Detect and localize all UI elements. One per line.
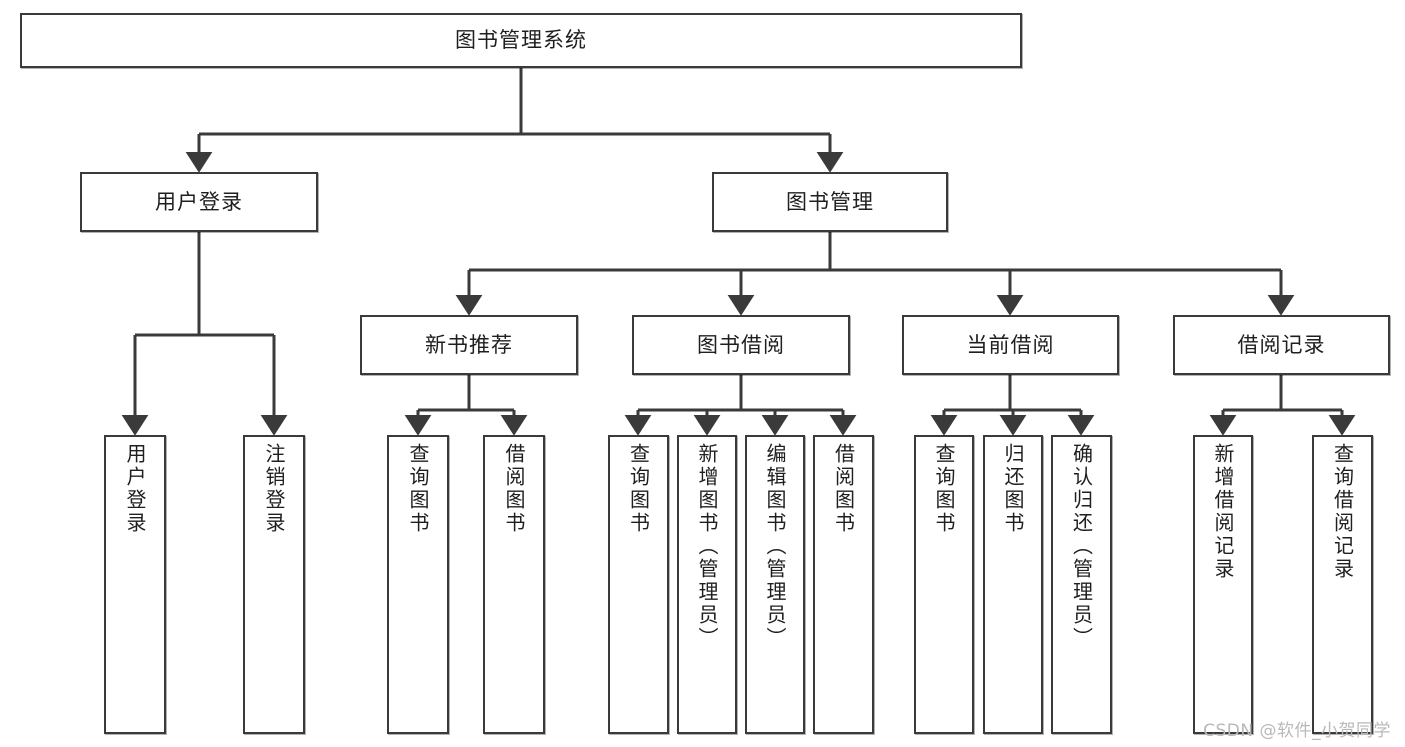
node-root-system[interactable]: 图书管理系统 [20,13,1022,68]
node-borrow-record[interactable]: 借阅记录 [1173,315,1390,375]
node-label-new-book-recommend: 新书推荐 [425,332,513,357]
node-label-root: 图书管理系统 [455,28,587,53]
leaf-node-borrow-book[interactable]: 借阅图书 [813,435,874,734]
leaf-node-borrow-book-rec[interactable]: 借阅图书 [483,435,545,734]
leaf-node-add-borrow-record[interactable]: 新增借阅记录 [1193,435,1253,734]
node-label-book-management: 图书管理 [786,189,874,214]
node-book-management[interactable]: 图书管理 [712,172,948,232]
leaf-label-add-borrow-record: 新增借阅记录 [1211,443,1235,581]
node-new-book-recommend[interactable]: 新书推荐 [360,315,578,375]
node-user-login[interactable]: 用户登录 [80,172,318,232]
leaf-node-confirm-return-admin[interactable]: 确认归还（管理员） [1051,435,1112,734]
leaf-label-borrow-book-rec: 借阅图书 [502,443,526,535]
leaf-label-confirm-return-admin: 确认归还（管理员） [1069,443,1094,650]
leaf-label-query-book-borrow: 查询图书 [626,443,651,535]
leaf-label-user-login: 用户登录 [123,443,147,535]
leaf-label-query-borrow-record: 查询借阅记录 [1330,443,1355,581]
leaf-node-return-book[interactable]: 归还图书 [983,435,1043,734]
leaf-node-add-book-admin[interactable]: 新增图书（管理员） [677,435,737,734]
leaf-label-edit-book-admin: 编辑图书（管理员） [763,443,787,650]
leaf-label-query-book-current: 查询图书 [932,443,956,535]
leaf-label-return-book: 归还图书 [1001,443,1025,535]
leaf-label-borrow-book: 借阅图书 [831,443,856,535]
leaf-label-add-book-admin: 新增图书（管理员） [695,443,719,650]
leaf-node-edit-book-admin[interactable]: 编辑图书（管理员） [745,435,805,734]
leaf-node-user-login[interactable]: 用户登录 [104,435,166,734]
node-current-borrow[interactable]: 当前借阅 [902,315,1119,375]
node-label-book-borrow: 图书借阅 [697,332,785,357]
node-label-user-login: 用户登录 [155,189,243,214]
node-label-borrow-record: 借阅记录 [1237,332,1326,357]
leaf-node-query-book-current[interactable]: 查询图书 [914,435,974,734]
leaf-label-logout: 注销登录 [262,443,286,535]
leaf-node-logout[interactable]: 注销登录 [243,435,305,734]
node-book-borrow[interactable]: 图书借阅 [632,315,850,375]
leaf-node-query-book-rec[interactable]: 查询图书 [387,435,449,734]
leaf-label-query-book-rec: 查询图书 [406,443,430,535]
leaf-node-query-book-borrow[interactable]: 查询图书 [608,435,669,734]
node-label-current-borrow: 当前借阅 [966,332,1055,357]
watermark-text: CSDN @软件_小贺同学 [1203,721,1391,741]
leaf-node-query-borrow-record[interactable]: 查询借阅记录 [1312,435,1373,734]
